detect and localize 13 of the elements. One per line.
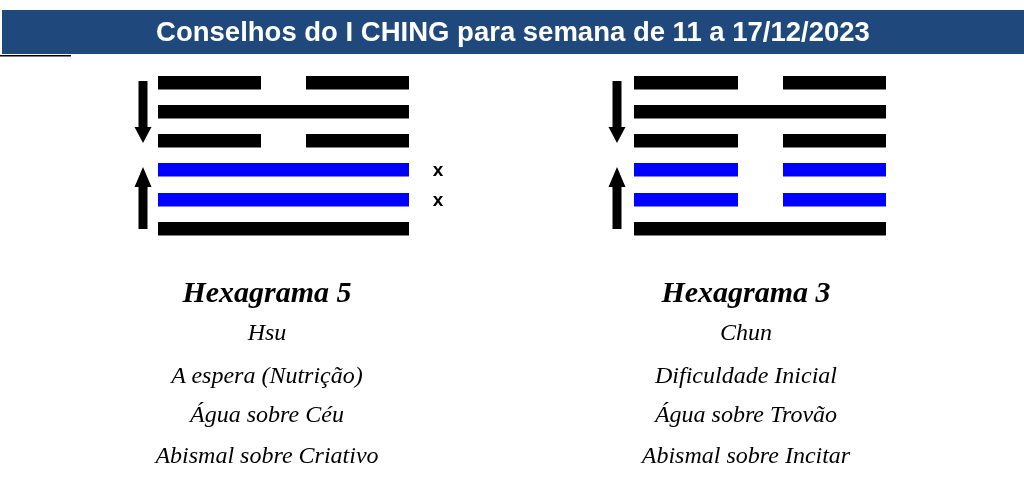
caption-text: Dificuldade Inicial (655, 362, 837, 390)
title-text: Conselhos do I CHING para semana de 11 a 17/12/2023 (156, 16, 870, 48)
caption-text: Água sobre Trovão (654, 401, 838, 429)
caption-text: A espera (Nutrição) (171, 362, 363, 390)
caption-text: Hsu (247, 319, 287, 347)
caption-text: Abismal sobre Incitar (641, 442, 851, 470)
x-mark: x (432, 189, 444, 211)
caption-text: Chun (720, 319, 772, 347)
hexagram-heading: Hexagrama 5 (182, 274, 352, 310)
hexagram-heading: Hexagrama 3 (661, 274, 831, 310)
caption-text: Água sobre Céu (190, 401, 344, 429)
caption-text: Abismal sobre Criativo (155, 442, 379, 470)
x-mark: x (432, 159, 444, 181)
